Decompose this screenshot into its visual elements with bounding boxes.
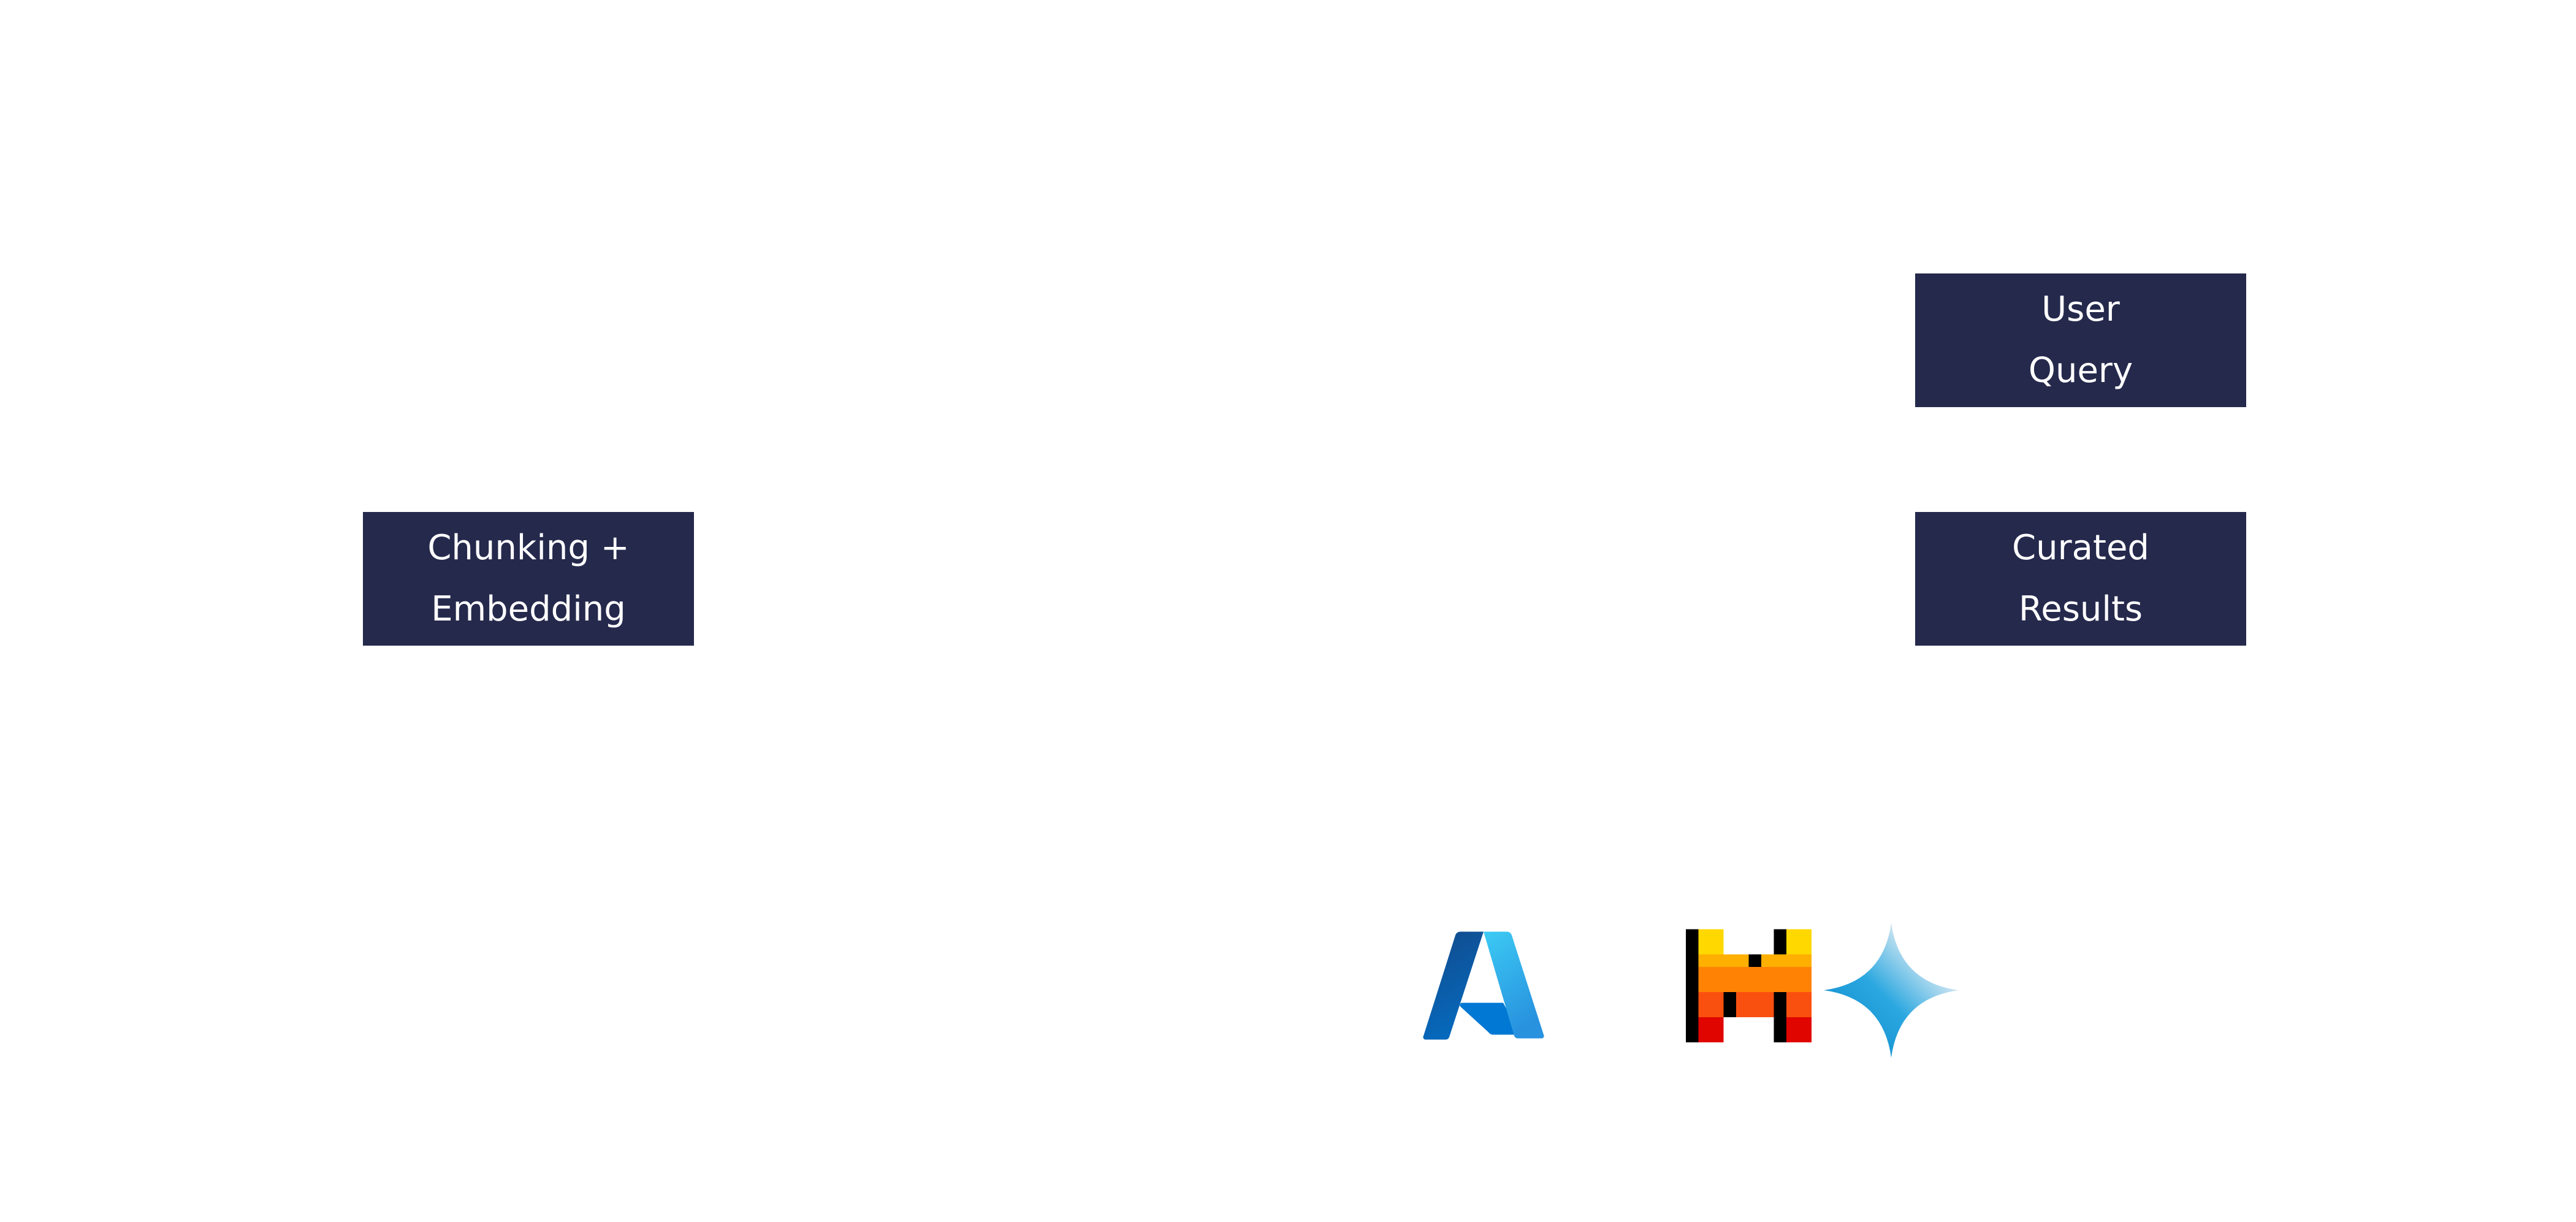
curated-line1: Curated: [2012, 528, 2149, 568]
azure-logo-icon: [1423, 931, 1544, 1040]
chunking-line1: Chunking +: [427, 528, 630, 568]
mistral-logo-icon: [1686, 929, 1812, 1042]
gemini-sparkle-icon: [1824, 923, 1959, 1058]
chunking-embedding-box: Chunking + Embedding: [363, 512, 694, 646]
chunking-line2: Embedding: [431, 589, 626, 629]
user-query-box: User Query: [1915, 273, 2246, 407]
curated-results-box: Curated Results: [1915, 512, 2246, 646]
user-query-line1: User: [2041, 289, 2120, 329]
curated-line2: Results: [2018, 589, 2143, 629]
user-query-line2: Query: [2028, 351, 2133, 391]
